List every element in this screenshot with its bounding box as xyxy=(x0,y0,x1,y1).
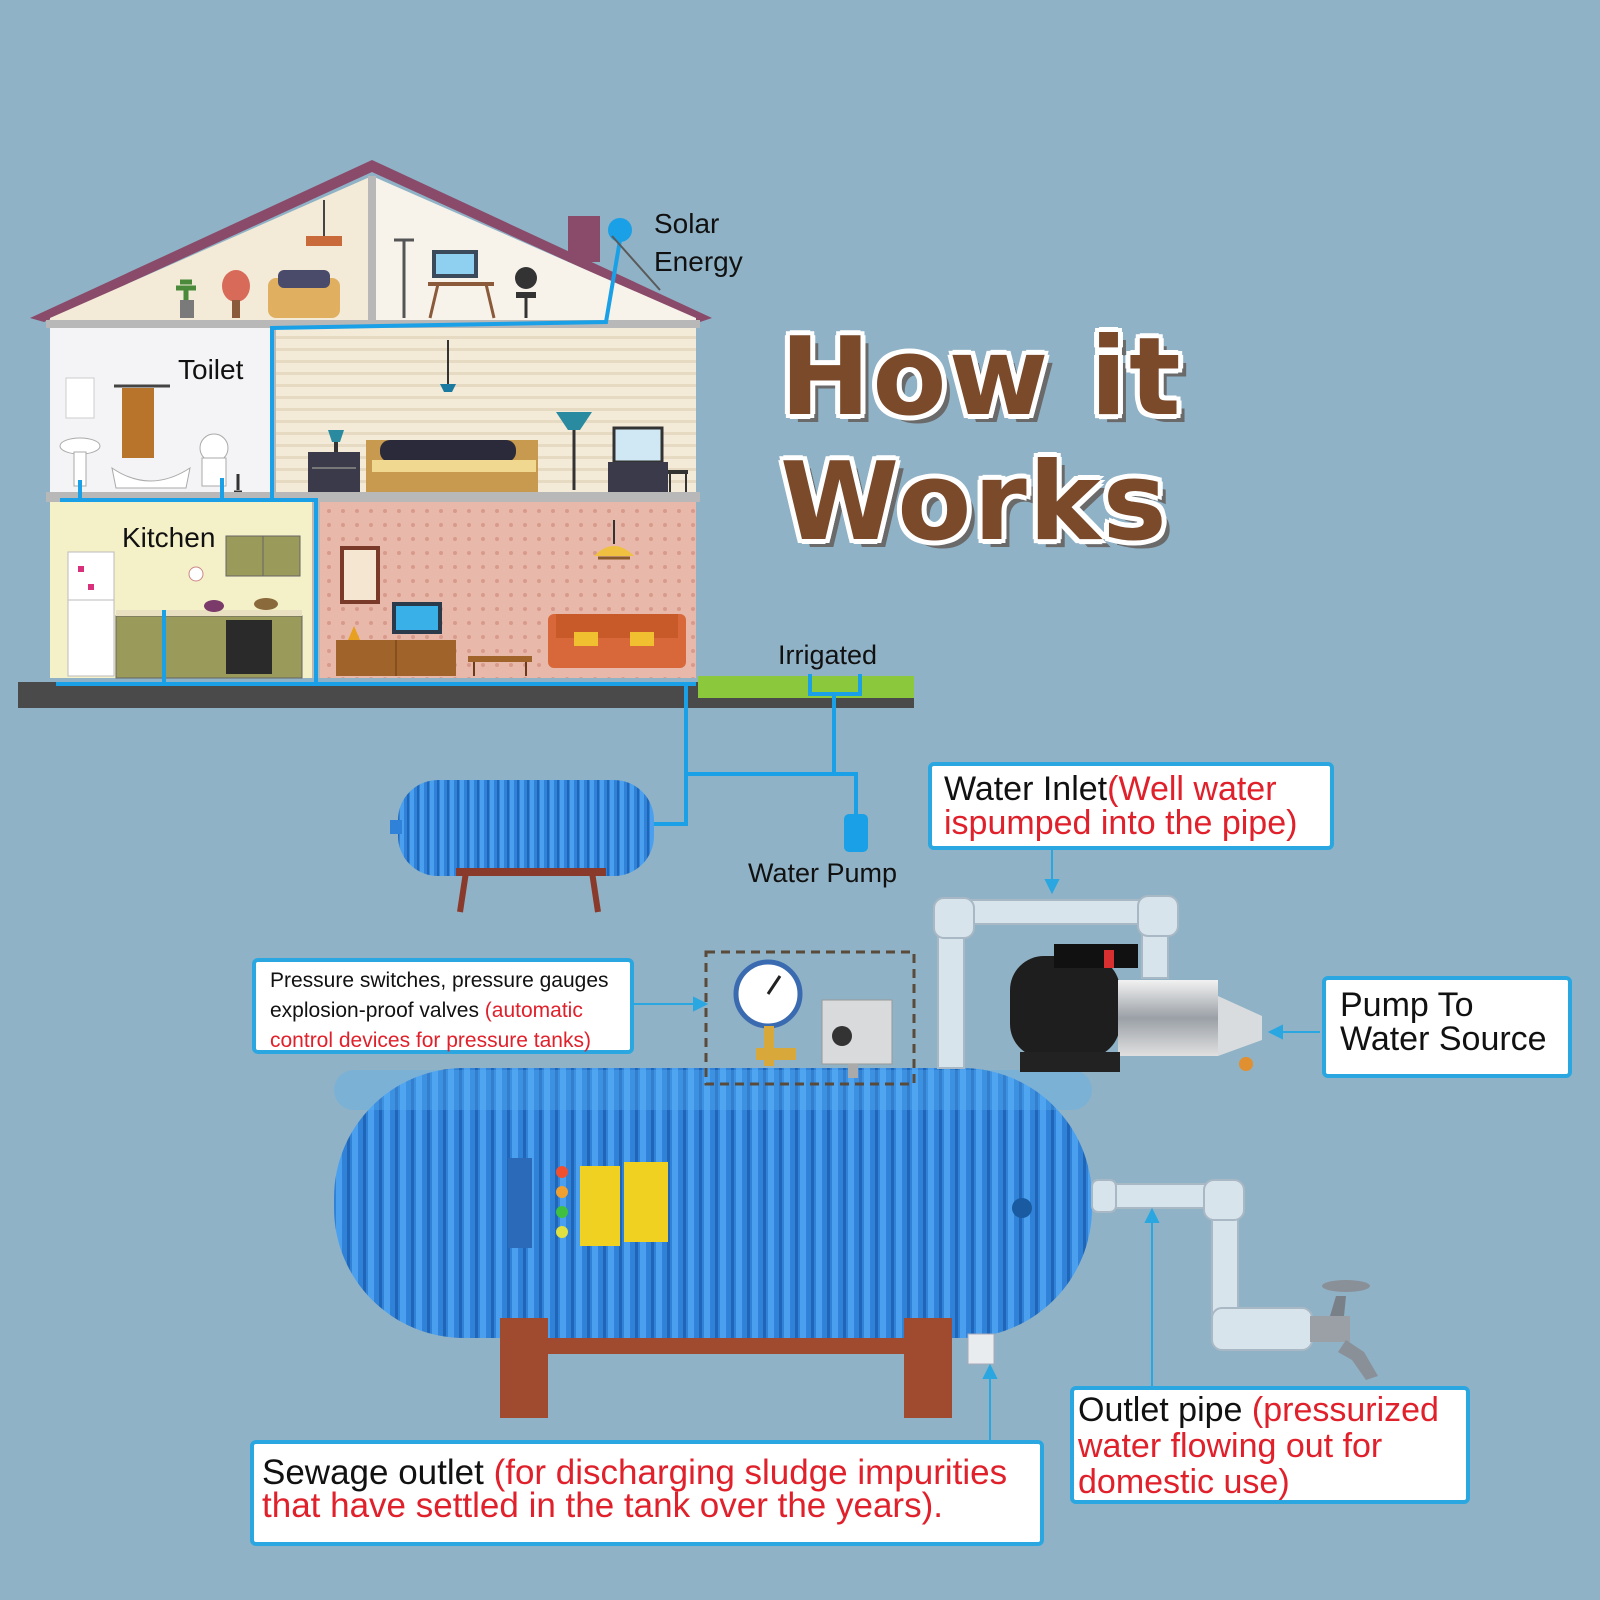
controls-callout: Pressure switches, pressure gauges explo… xyxy=(252,958,634,1054)
sewage-detail-1: (for discharging sludge impurities xyxy=(493,1453,1008,1492)
controls-line1: Pressure switches, pressure gauges xyxy=(270,969,609,992)
tank-warning-stickers xyxy=(556,1162,668,1246)
toilet-label: Toilet xyxy=(178,354,244,385)
solar-label: Solar xyxy=(654,208,720,239)
inlet-pipe xyxy=(933,895,1179,1069)
water-pump-label: Water Pump xyxy=(748,858,898,888)
water-inlet-title: Water Inlet xyxy=(944,770,1108,808)
attic-right-room xyxy=(372,176,696,322)
pressure-switch xyxy=(821,999,893,1078)
grass-strip xyxy=(698,676,914,698)
outlet-detail-1: (pressurized xyxy=(1251,1391,1439,1429)
solar-panel-dot xyxy=(608,218,632,242)
pump-source-line2: Water Source xyxy=(1340,1020,1547,1058)
outlet-detail-2: water flowing out for xyxy=(1078,1427,1383,1465)
kitchen-furniture xyxy=(67,535,303,679)
pump-source-line1: Pump To xyxy=(1340,986,1474,1024)
outlet-title: Outlet pipe xyxy=(1078,1391,1252,1429)
bedroom-furniture xyxy=(308,340,688,492)
outlet-pipe-callout: Outlet pipe (pressurized water flowing o… xyxy=(1070,1386,1470,1504)
water-inlet-callout: Water Inlet(Well water ispumped into the… xyxy=(928,762,1334,850)
controls-line3-red: control devices for pressure tanks) xyxy=(270,1029,591,1052)
sewage-title: Sewage outlet xyxy=(262,1453,494,1492)
big-tank xyxy=(334,1068,1092,1418)
plumbing-lines xyxy=(56,239,862,826)
page-title: How it Works xyxy=(780,315,1183,565)
irrigated-label: Irrigated xyxy=(778,640,878,670)
kitchen-label: Kitchen xyxy=(122,522,216,553)
house-outer-wall xyxy=(46,320,700,328)
attic-furniture xyxy=(176,200,537,319)
outlet-pipe xyxy=(1091,1179,1313,1351)
energy-label: Energy xyxy=(654,246,743,277)
sewage-detail-2: that have settled in the tank over the y… xyxy=(262,1486,943,1525)
outlet-detail-3: domestic use) xyxy=(1078,1463,1290,1501)
faucet xyxy=(1310,1280,1378,1380)
house xyxy=(18,160,914,708)
water-inlet-detail-b: ispumped into the pipe) xyxy=(944,804,1298,842)
callout-arrows xyxy=(626,848,1320,1440)
small-water-pump xyxy=(844,814,868,852)
pump-source-callout: Pump To Water Source xyxy=(1322,976,1572,1078)
toilet-furniture xyxy=(59,377,242,494)
living-room-furniture xyxy=(336,520,686,676)
controls-dashed-box xyxy=(704,950,916,1086)
controls-line2-red: (automatic xyxy=(484,999,583,1022)
controls-line2: explosion-proof valves xyxy=(270,999,485,1022)
water-pump-motor xyxy=(1010,944,1262,1072)
sewage-outlet-callout: Sewage outlet (for discharging sludge im… xyxy=(250,1440,1044,1546)
small-tank xyxy=(390,780,654,913)
pressure-gauge xyxy=(733,959,803,1066)
house-chimney xyxy=(568,216,600,262)
water-inlet-detail-a: (Well water xyxy=(1107,770,1277,808)
